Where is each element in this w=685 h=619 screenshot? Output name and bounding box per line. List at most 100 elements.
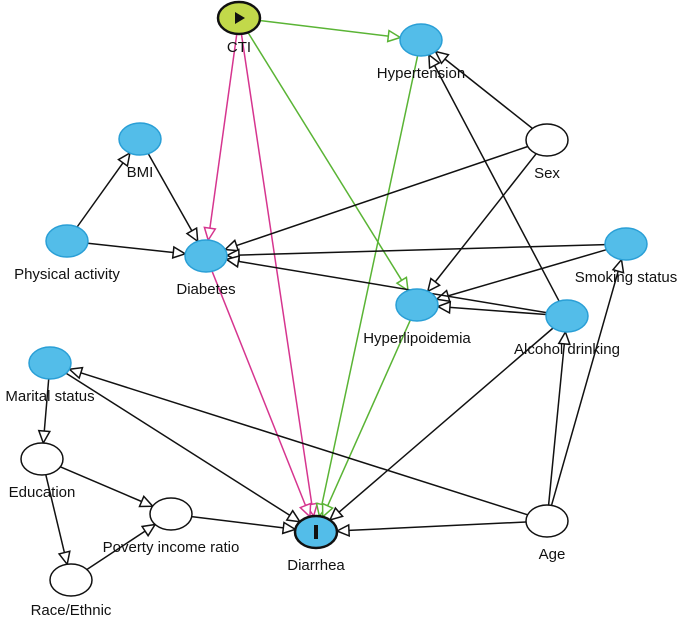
arrowhead — [426, 277, 441, 293]
node-ellipse[interactable] — [399, 23, 443, 57]
node-alcohol-drinking[interactable]: Alcohol drinking — [514, 299, 620, 358]
node-ellipse[interactable] — [545, 299, 589, 333]
node-hyperlipoidemia[interactable]: Hyperlipoidemia — [363, 288, 471, 347]
edges-layer — [37, 19, 625, 571]
arrowhead — [203, 226, 217, 242]
node-ellipse[interactable] — [184, 239, 228, 273]
node-bmi[interactable]: BMI — [118, 122, 162, 181]
node-label: Hypertension — [377, 65, 465, 82]
edge-smoking-status-to-diabetes — [225, 243, 606, 262]
node-ellipse[interactable] — [49, 563, 93, 597]
node-label: CTI — [227, 39, 251, 56]
node-poverty-income-ratio[interactable]: Poverty income ratio — [103, 497, 240, 556]
node-ellipse[interactable] — [45, 224, 89, 258]
arrowhead — [298, 502, 312, 519]
node-ellipse[interactable] — [20, 442, 64, 476]
edge-line — [87, 242, 174, 254]
edge-cti-to-diabetes — [203, 33, 238, 242]
edge-line — [191, 515, 284, 529]
edge-cti-to-hyperlipoidemia — [247, 32, 409, 293]
edge-line — [326, 319, 411, 507]
edge-diabetes-to-diarrhea — [211, 271, 312, 519]
node-diabetes[interactable]: Diabetes — [176, 239, 236, 298]
edge-education-to-poverty-income-ratio — [60, 466, 155, 508]
node-ellipse[interactable] — [149, 497, 193, 531]
node-label: Diabetes — [176, 281, 235, 298]
node-smoking-status[interactable]: Smoking status — [575, 227, 678, 286]
edge-age-to-smoking-status — [550, 257, 625, 506]
edge-line — [43, 378, 50, 432]
edge-poverty-income-ratio-to-diarrhea — [191, 515, 298, 535]
arrowhead — [285, 509, 302, 523]
node-marital-status[interactable]: Marital status — [5, 346, 95, 405]
arrowhead — [138, 495, 155, 508]
edge-line — [211, 271, 307, 506]
node-education[interactable]: Education — [9, 442, 76, 501]
edge-line — [348, 521, 527, 532]
edge-cti-to-hypertension — [259, 19, 403, 43]
node-ellipse[interactable] — [118, 122, 162, 156]
node-label: Diarrhea — [287, 557, 345, 574]
node-hypertension[interactable]: Hypertension — [377, 23, 465, 82]
edge-physical-activity-to-bmi — [76, 151, 131, 228]
edge-line — [236, 145, 529, 247]
arrowhead — [224, 254, 241, 269]
node-physical-activity[interactable]: Physical activity — [14, 224, 120, 283]
node-label: Hyperlipoidemia — [363, 330, 471, 347]
arrowhead — [57, 550, 71, 567]
arrowhead — [428, 53, 441, 70]
arrowhead — [281, 521, 298, 535]
edge-line — [550, 270, 619, 506]
node-label: Education — [9, 484, 76, 501]
arrowhead — [171, 245, 187, 259]
node-label: Age — [539, 546, 566, 563]
edge-line — [321, 55, 419, 505]
edge-marital-status-to-education — [37, 378, 52, 445]
edge-line — [147, 153, 193, 232]
node-age[interactable]: Age — [525, 504, 569, 563]
arrowhead — [436, 300, 452, 315]
node-ellipse[interactable] — [525, 504, 569, 538]
edge-line — [444, 58, 533, 130]
node-race-ethnic[interactable]: Race/Ethnic — [31, 563, 112, 619]
arrowhead — [328, 506, 344, 522]
node-ellipse[interactable] — [604, 227, 648, 261]
node-label: Marital status — [5, 388, 94, 405]
node-ellipse[interactable] — [525, 123, 569, 157]
node-sex[interactable]: Sex — [525, 123, 569, 182]
node-cti[interactable]: CTI — [216, 0, 262, 56]
edge-line — [547, 343, 566, 506]
edge-education-to-race-ethnic — [45, 474, 71, 567]
edge-age-to-diarrhea — [335, 521, 527, 538]
node-label: Physical activity — [14, 266, 120, 283]
edge-physical-activity-to-diabetes — [87, 242, 187, 259]
arrowhead — [335, 523, 351, 538]
node-ellipse[interactable] — [395, 288, 439, 322]
arrowhead — [37, 429, 52, 445]
play-icon — [235, 12, 245, 24]
edge-sex-to-hyperlipoidemia — [426, 153, 537, 293]
edge-line — [247, 32, 403, 281]
arrowhead — [117, 151, 131, 168]
arrowhead — [395, 276, 409, 293]
edge-line — [86, 530, 146, 571]
edge-line — [240, 33, 313, 505]
node-ellipse[interactable] — [28, 346, 72, 380]
edge-line — [447, 248, 607, 297]
edge-line — [80, 372, 528, 516]
edge-sex-to-diabetes — [223, 145, 529, 252]
arrowhead — [386, 29, 403, 43]
edge-line — [76, 162, 124, 228]
arrowhead — [611, 257, 625, 274]
node-label: Smoking status — [575, 269, 678, 286]
edge-sex-to-hypertension — [434, 50, 533, 130]
edge-line — [449, 306, 547, 316]
edge-line — [45, 474, 66, 553]
arrowhead — [321, 502, 334, 519]
edge-hyperlipoidemia-to-diarrhea — [321, 319, 411, 519]
node-diarrhea[interactable]: Diarrhea — [287, 514, 345, 574]
node-label: BMI — [127, 164, 154, 181]
edge-line — [209, 33, 238, 229]
